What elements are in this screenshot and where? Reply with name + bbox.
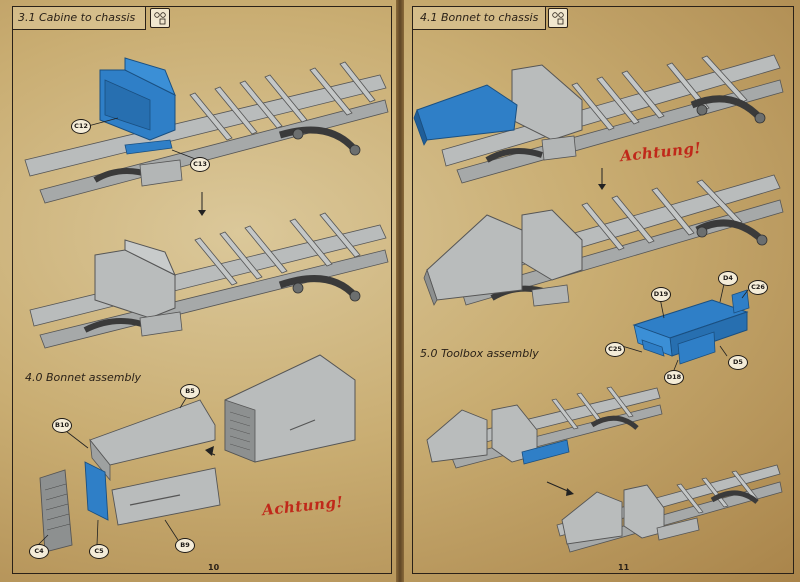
callout-b10: B10 <box>52 418 72 433</box>
callout-c12: C12 <box>71 119 91 134</box>
chassis-drawing-bottom <box>556 464 783 553</box>
left-page-illustrations <box>24 57 389 553</box>
step-title-box <box>12 6 146 30</box>
left-page-frame <box>12 6 392 574</box>
callout-c26: C26 <box>748 280 768 295</box>
callout-b5: B5 <box>180 384 200 399</box>
right-page-frame <box>412 6 794 574</box>
callout-b9: B9 <box>175 538 195 553</box>
right-page-illustrations <box>413 54 784 553</box>
bonnet-assembly-drawing <box>39 354 356 553</box>
page-gutter <box>396 0 404 582</box>
step-title-box <box>412 6 546 30</box>
chassis-drawing-top <box>413 54 784 184</box>
callout-d18: D18 <box>664 370 684 385</box>
callout-c4: C4 <box>29 544 49 559</box>
page-number: 11 <box>618 563 630 572</box>
chassis-drawing-toolbox <box>426 386 663 469</box>
chassis-drawing-middle <box>423 174 784 307</box>
paint-code-icon <box>548 8 568 28</box>
chassis-drawing-top <box>24 57 389 204</box>
paint-code-icon-graphic <box>154 12 166 25</box>
paint-code-icon <box>150 8 170 28</box>
callout-c13: C13 <box>190 157 210 172</box>
step-title-cabine-to-chassis: 3.1 Cabine to chassis <box>18 11 136 24</box>
callout-d19: D19 <box>651 287 671 302</box>
step-title-bonnet-assembly: 4.0 Bonnet assembly <box>25 371 142 384</box>
step-title-bonnet-to-chassis: 4.1 Bonnet to chassis <box>420 11 539 24</box>
step-title-toolbox-assembly: 5.0 Toolbox assembly <box>420 347 539 360</box>
chassis-drawing-middle <box>29 212 389 349</box>
paint-code-icon-graphic <box>552 12 564 25</box>
page-number: 10 <box>208 563 220 572</box>
callout-c25: C25 <box>605 342 625 357</box>
left-page: 3.1 Cabine to chassis <box>0 0 398 582</box>
callout-d5: D5 <box>728 355 748 370</box>
toolbox-assembly-drawing <box>632 289 750 365</box>
callout-c5: C5 <box>89 544 109 559</box>
callout-d4: D4 <box>718 271 738 286</box>
right-page: 4.1 Bonnet to chassis <box>402 0 800 582</box>
